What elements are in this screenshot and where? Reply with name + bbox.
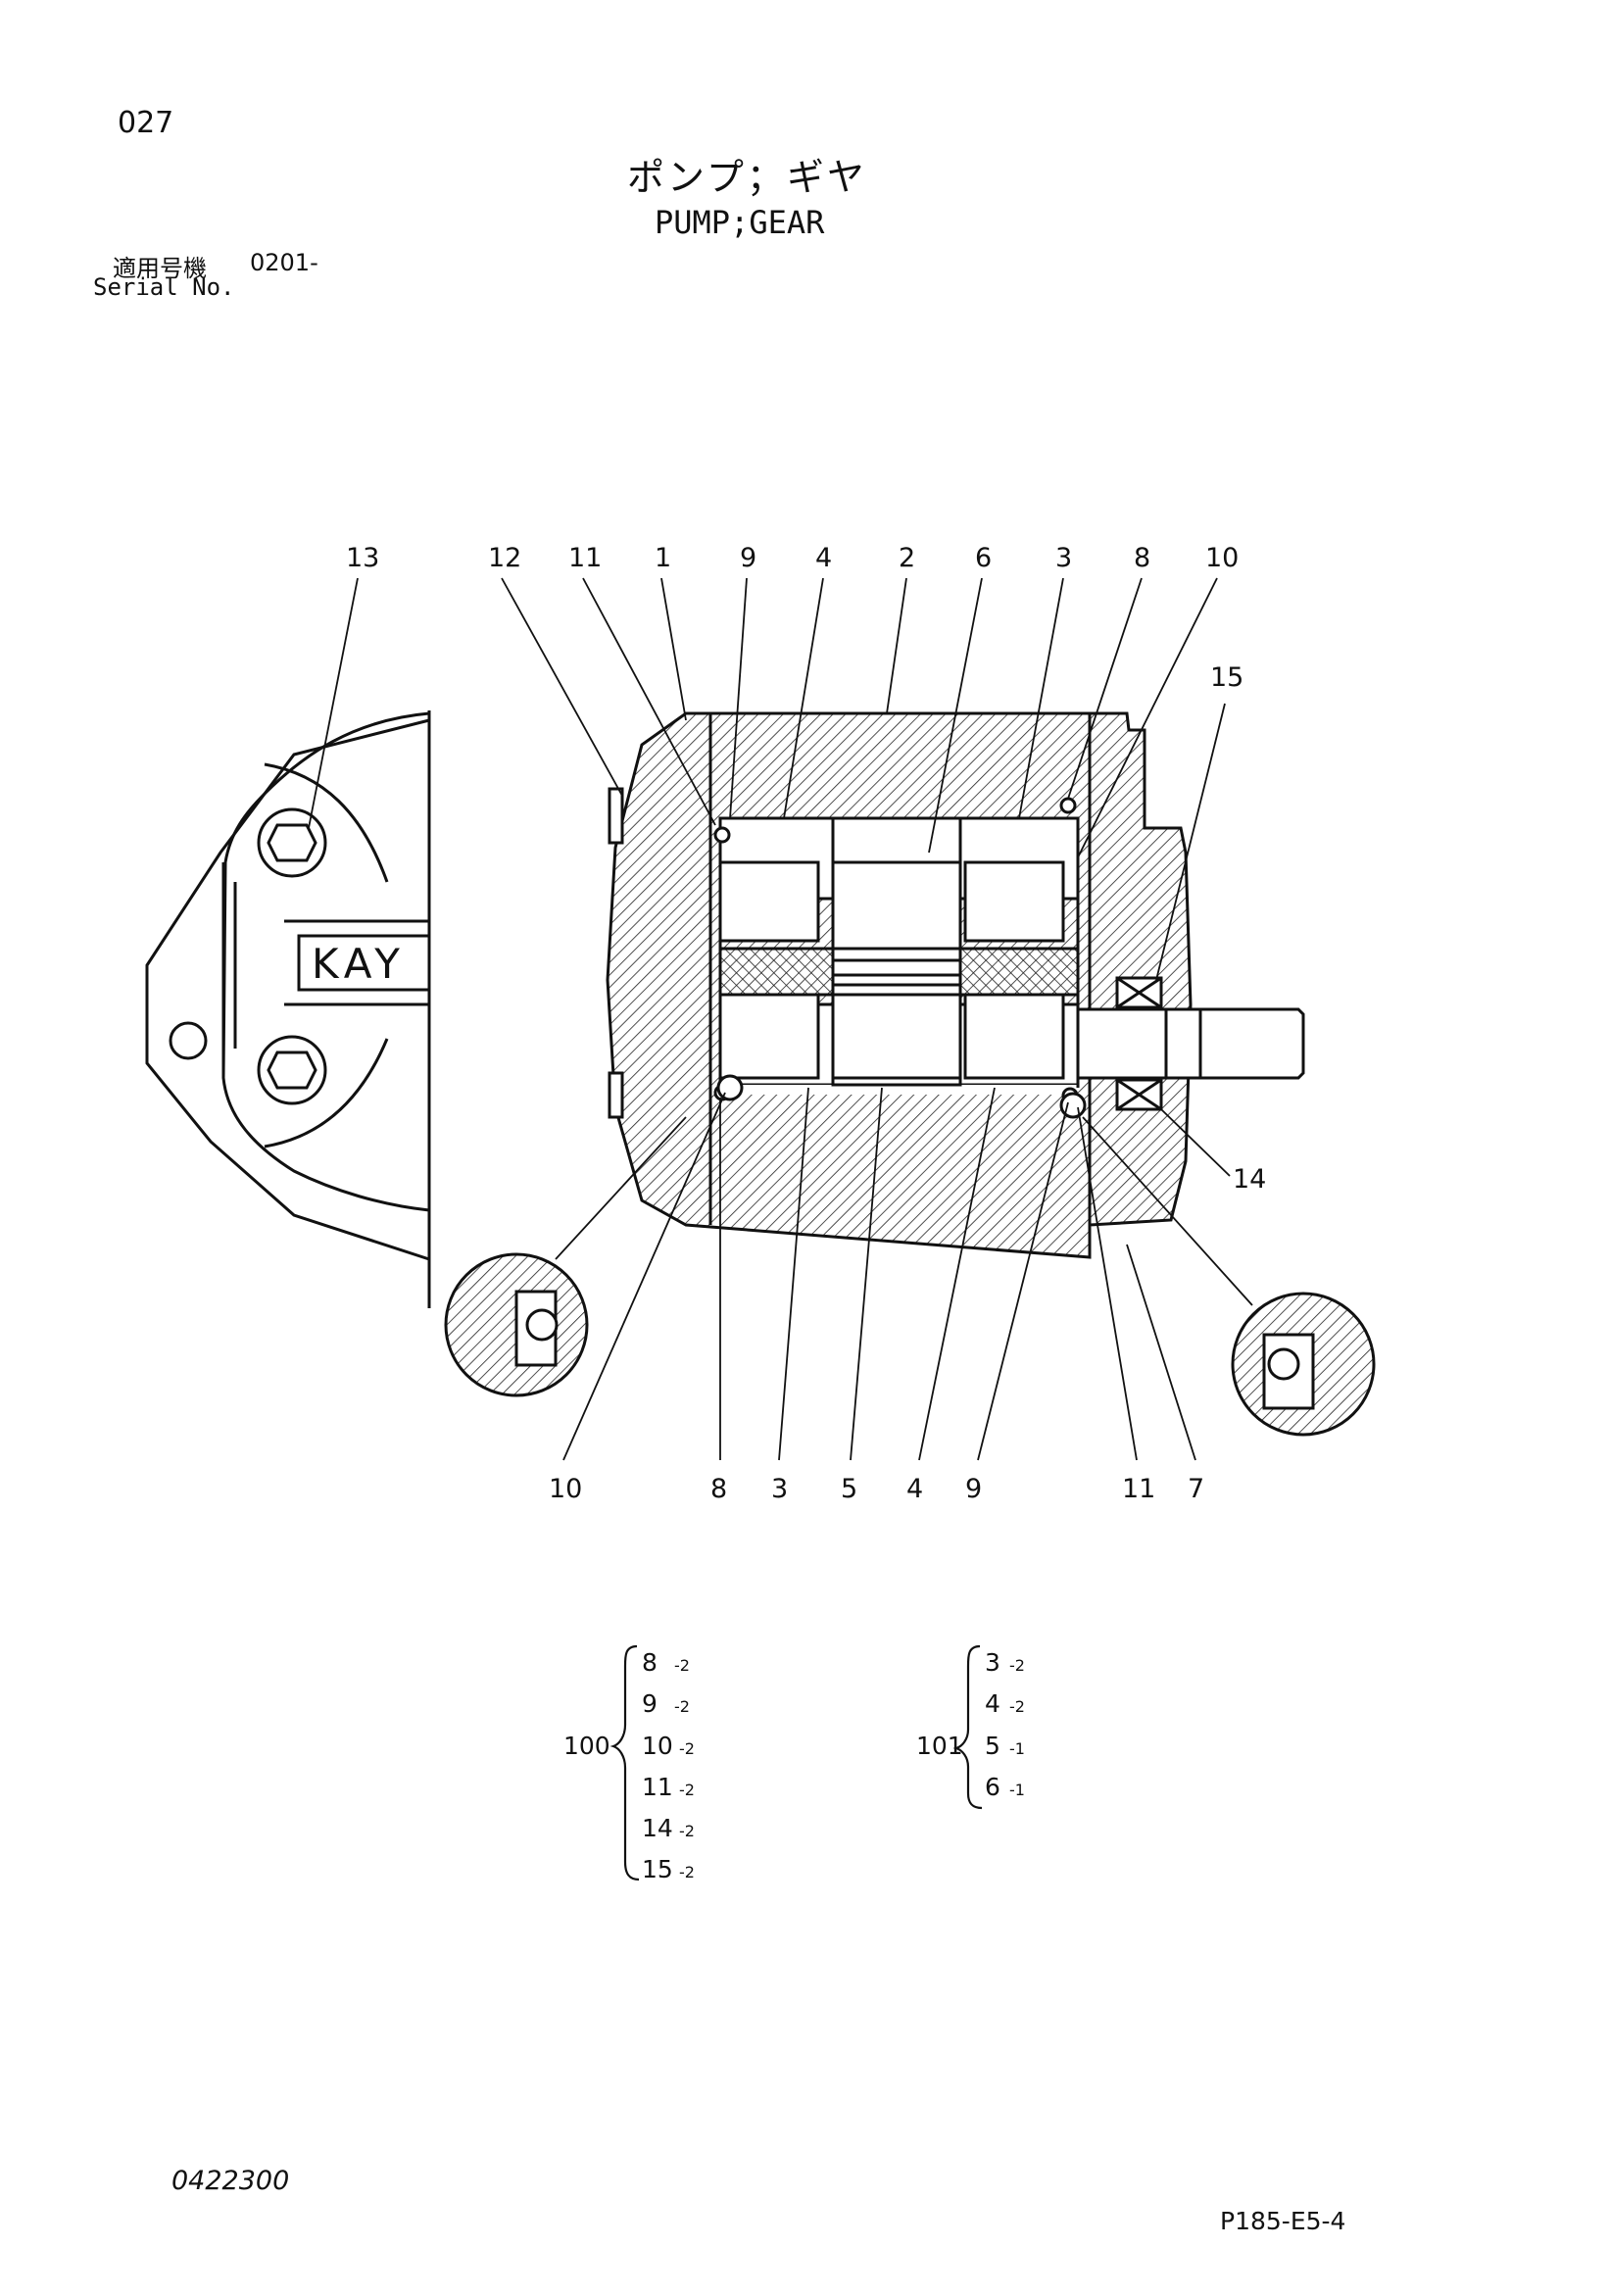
callout-bottom-4: 4 bbox=[906, 1474, 923, 1504]
kit-item-qty: -2 bbox=[679, 1863, 695, 1881]
callout-11: 11 bbox=[568, 543, 602, 573]
document-number: 0422300 bbox=[171, 2166, 290, 2196]
kit-item-part: 10 bbox=[642, 1732, 673, 1760]
pump-logo-text: KAY bbox=[312, 940, 406, 988]
kit-101: 101 3 -2 4 -2 5 -1 6 -1 bbox=[916, 1644, 1025, 1810]
kit-item-part: 14 bbox=[642, 1814, 673, 1842]
callout-9: 9 bbox=[740, 543, 756, 573]
callout-15: 15 bbox=[1210, 662, 1243, 693]
pump-end-view bbox=[145, 710, 431, 1308]
kit-item-part: 11 bbox=[642, 1773, 673, 1801]
kit-code: 100 bbox=[563, 1732, 610, 1760]
bottom-callouts: 10 8 3 5 4 9 11 7 bbox=[549, 1474, 1204, 1504]
kit-item-qty: -2 bbox=[674, 1656, 690, 1675]
kit-item-part: 15 bbox=[642, 1855, 673, 1883]
callout-bottom-8: 8 bbox=[710, 1474, 727, 1504]
callout-6: 6 bbox=[975, 543, 992, 573]
kit-item-part: 8 bbox=[642, 1648, 658, 1677]
callout-bottom-10: 10 bbox=[549, 1474, 582, 1504]
callout-8: 8 bbox=[1134, 543, 1150, 573]
side-callouts: 14 bbox=[1233, 1164, 1266, 1195]
page-code: P185-E5-4 bbox=[1220, 2207, 1346, 2235]
top-callouts: 13 12 11 1 9 4 2 6 3 8 10 15 bbox=[346, 543, 1243, 693]
callout-2: 2 bbox=[899, 543, 915, 573]
kit-item-part: 9 bbox=[642, 1689, 658, 1718]
kit-item-part: 3 bbox=[985, 1648, 1000, 1677]
callout-bottom-3: 3 bbox=[771, 1474, 788, 1504]
kit-item-qty: -2 bbox=[679, 1781, 695, 1799]
callout-bottom-7: 7 bbox=[1188, 1474, 1204, 1504]
callout-12: 12 bbox=[488, 543, 521, 573]
kit-item-qty: -2 bbox=[1009, 1697, 1025, 1716]
kit-item-part: 6 bbox=[985, 1773, 1000, 1801]
pump-cross-section bbox=[606, 711, 1305, 1259]
callout-10: 10 bbox=[1205, 543, 1239, 573]
kit-item-qty: -2 bbox=[679, 1822, 695, 1840]
callout-3: 3 bbox=[1055, 543, 1072, 573]
callout-4: 4 bbox=[815, 543, 832, 573]
page-number: 027 bbox=[118, 106, 174, 140]
callout-leader-lines bbox=[308, 577, 1253, 1461]
callout-bottom-5: 5 bbox=[841, 1474, 857, 1504]
kit-item-qty: -2 bbox=[1009, 1656, 1025, 1675]
callout-13: 13 bbox=[346, 543, 379, 573]
detail-inset-right bbox=[1231, 1292, 1376, 1437]
kit-item-qty: -2 bbox=[674, 1697, 690, 1716]
kit-item-qty: -1 bbox=[1009, 1739, 1025, 1758]
kit-item-part: 4 bbox=[985, 1689, 1000, 1718]
title-japanese: ポンプ；ギヤ bbox=[627, 156, 867, 199]
callout-bottom-11: 11 bbox=[1122, 1474, 1155, 1504]
detail-inset-left bbox=[444, 1252, 589, 1397]
kit-code: 101 bbox=[916, 1732, 963, 1760]
serial-label-english: Serial No. bbox=[93, 273, 235, 301]
serial-label-japanese: 適用号機 bbox=[113, 255, 207, 282]
callout-14: 14 bbox=[1233, 1164, 1266, 1195]
kit-100: 100 8 -2 9 -2 10 -2 11 -2 14 -2 15 -2 bbox=[563, 1644, 695, 1883]
serial-range: 0201- bbox=[250, 249, 318, 276]
callout-bottom-9: 9 bbox=[965, 1474, 982, 1504]
kit-item-qty: -1 bbox=[1009, 1781, 1025, 1799]
callout-1: 1 bbox=[655, 543, 671, 573]
title-english: PUMP;GEAR bbox=[655, 204, 825, 241]
kit-item-part: 5 bbox=[985, 1732, 1000, 1760]
kit-item-qty: -2 bbox=[679, 1739, 695, 1758]
